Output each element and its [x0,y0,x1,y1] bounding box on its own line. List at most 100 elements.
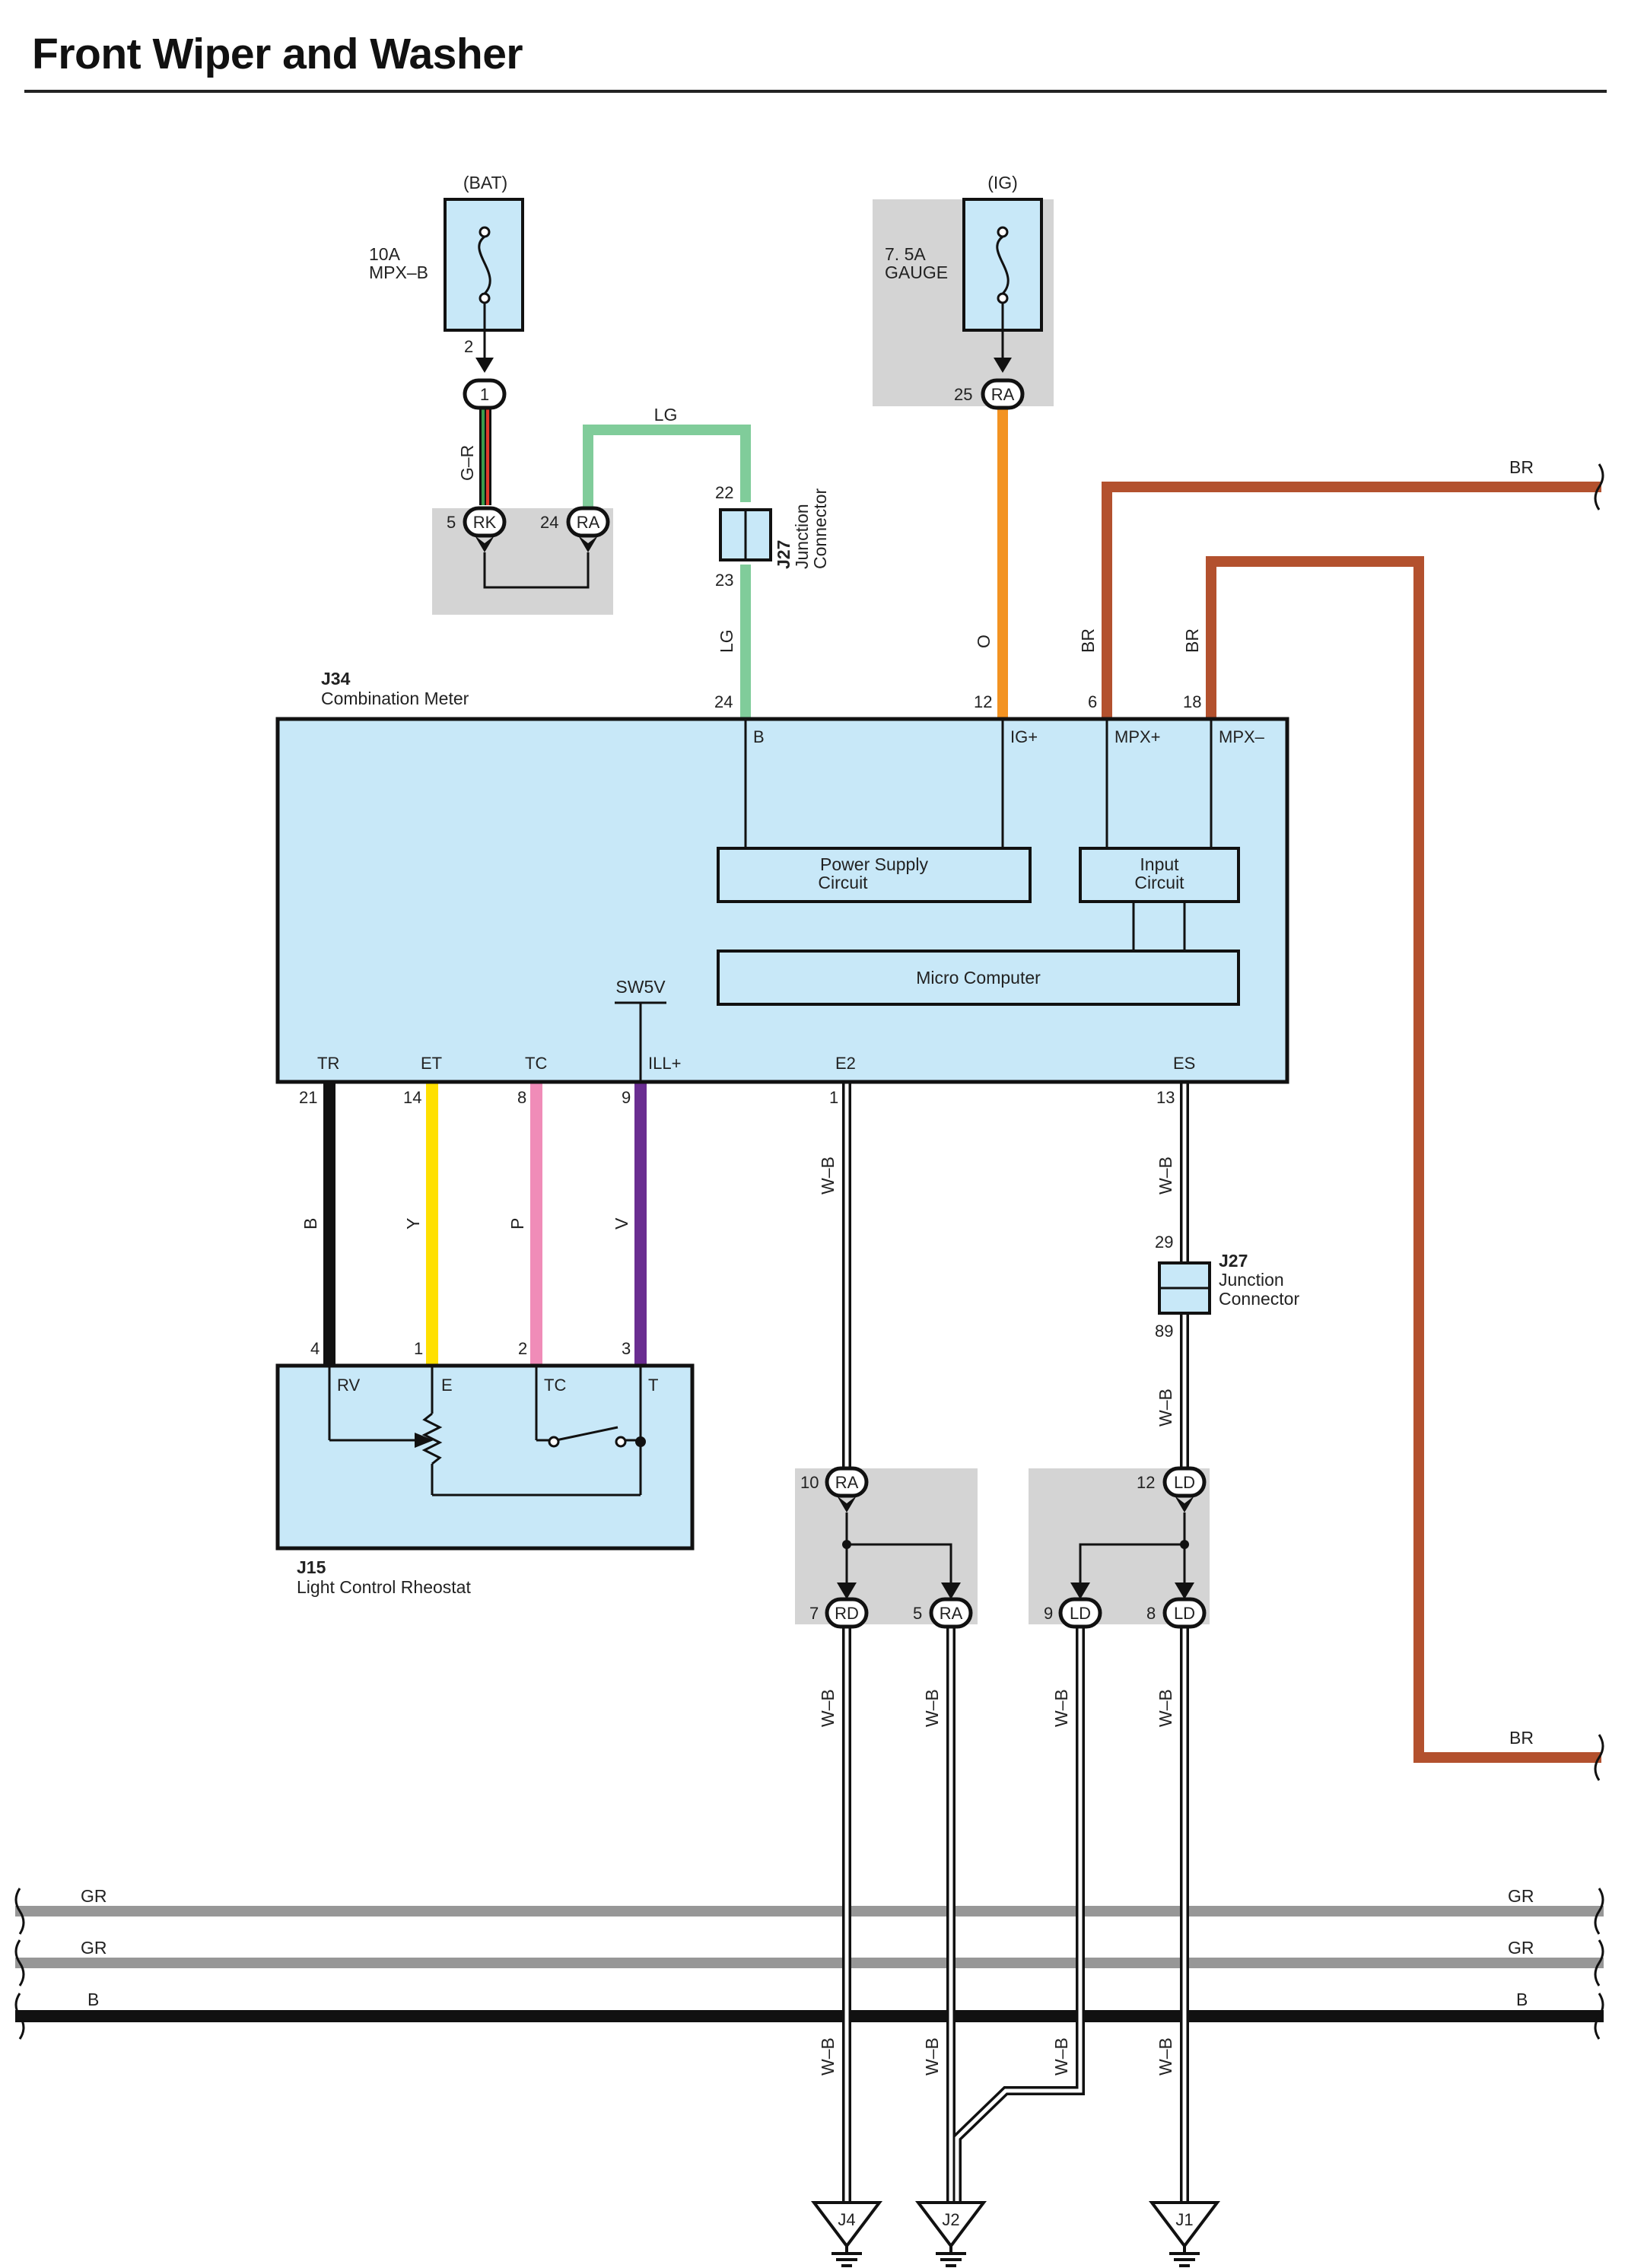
connector-rd7-pin: 7 [809,1604,819,1623]
wire-label-wb: W–B [1156,2037,1175,2076]
rheostat-terminal-rv: RV [337,1376,360,1395]
ig-fuse [962,198,1043,373]
rheostat-terminal-e: E [441,1376,453,1395]
junction-top-id: J27 [774,540,793,569]
br-wire-2 [1206,556,1601,1763]
meter-pin-14: 14 [403,1088,421,1107]
rk-ra-jumper [483,552,590,589]
page-title: Front Wiper and Washer [32,30,523,78]
meter-pin-8: 8 [517,1088,526,1107]
connector-rd7-code: RD [835,1604,859,1623]
bus-label-b-left: B [87,1990,99,2009]
connector-1-code: 1 [480,385,489,404]
junction-mid-id: J27 [1219,1251,1248,1271]
micro-computer-label: Micro Computer [916,968,1041,988]
wire-label-p: P [507,1218,527,1229]
ground-j2-label: J2 [942,2210,959,2229]
bat-source-label: (BAT) [463,173,507,192]
br-wire-1 [1102,482,1601,719]
rheostat-wiper-arrow [415,1433,434,1448]
power-supply-box [717,847,1032,903]
rheostat-internals [328,1366,642,1497]
connector-ld8-pin: 8 [1146,1604,1156,1623]
meter-terminal-ill: ILL+ [648,1054,681,1073]
junction-mid-pin-bottom: 89 [1155,1322,1173,1341]
wire-label-y: Y [403,1218,423,1229]
ground-symbols [810,2201,1221,2267]
junction-top-line1: Junction [792,504,812,569]
bat-fuse-rating: 10A [369,244,401,264]
wire-label-b: B [300,1218,320,1229]
ig-fuse-rating: 7. 5A [885,244,926,264]
power-supply-line1: Power Supply [820,854,928,874]
micro-computer-box [717,950,1240,1006]
connector-ld8-code: LD [1174,1604,1195,1623]
rheostat-name: Light Control Rheostat [297,1577,471,1597]
meter-terminal-mpx-minus: MPX– [1219,727,1265,746]
bat-fuse-pin: 2 [464,337,473,356]
ground-j4-label: J4 [838,2210,855,2229]
rheostat-contact-2 [615,1436,627,1448]
rheostat-contact-1 [548,1436,560,1448]
meter-terminal-es: ES [1173,1054,1195,1073]
wire-label-o: O [974,635,994,648]
ig-source-label: (IG) [987,173,1018,192]
rheostat-id: J15 [297,1557,326,1577]
junction-top-pin-top: 22 [715,483,733,502]
wire-label-br-right-top: BR [1509,457,1534,477]
lg-wire [583,425,751,508]
connector-rk-code: RK [473,513,497,532]
g-r-wire [479,402,491,505]
wire-label-v: V [612,1217,631,1229]
bat-fuse [444,198,524,373]
connector-ra5-pin: 5 [913,1604,922,1623]
bus-label-gr-1-right: GR [1508,1886,1534,1906]
meter-terminal-et: ET [421,1054,442,1073]
wire-label-lg-vert: LG [717,629,736,653]
input-circuit-box [1079,847,1240,903]
meter-pin-9: 9 [622,1088,631,1107]
ig-fuse-name: GAUGE [885,262,948,282]
ig-connector-code: RA [991,385,1015,404]
rheostat-pin-2: 2 [518,1339,527,1358]
junction-mid-line2: Connector [1219,1289,1299,1309]
wire-label-br-right-bottom: BR [1509,1728,1534,1748]
rheostat-junction-dot [635,1436,646,1447]
meter-terminal-b: B [753,727,765,746]
meter-id: J34 [321,669,351,689]
input-circuit-line1: Input [1140,854,1179,874]
rheostat-pin-4: 4 [310,1339,320,1358]
connector-ld9-code: LD [1070,1604,1091,1623]
meter-pin-1: 1 [829,1088,838,1107]
connector-pills [463,378,1207,1629]
connector-ra10-pin: 10 [800,1473,819,1492]
connector-ld9-pin: 9 [1044,1604,1053,1623]
connector-ra-code: RA [577,513,600,532]
rheostat-terminal-tc: TC [544,1376,566,1395]
meter-pin-13: 13 [1156,1088,1175,1107]
wire-label-wb: W–B [1156,1388,1175,1427]
bus-label-b-right: B [1516,1990,1528,2009]
bus-label-gr-2-left: GR [81,1938,107,1958]
bat-fuse-name: MPX–B [369,262,428,282]
connector-ra10-code: RA [835,1473,859,1492]
wire-label-lg-top: LG [654,405,678,425]
sw5v-label: SW5V [615,977,666,997]
power-supply-line2: Circuit [818,873,868,892]
meter-name: Combination Meter [321,689,469,708]
wire-label-wb: W–B [922,1689,942,1727]
meter-pin-24: 24 [714,692,733,711]
junction-mid-symbol [1158,1261,1211,1315]
junction-mid-line1: Junction [1219,1270,1284,1290]
meter-terminal-tr: TR [317,1054,339,1073]
connector-ra5-code: RA [940,1604,963,1623]
connector-ra-pin: 24 [540,513,558,532]
meter-pin-12: 12 [974,692,992,711]
wire-label-wb: W–B [1051,2037,1071,2076]
wire-label-wb: W–B [922,2037,942,2076]
meter-pin-6: 6 [1088,692,1097,711]
meter-terminal-mpx-plus: MPX+ [1114,727,1161,746]
bus-label-gr-1-left: GR [81,1886,107,1906]
meter-terminal-ig: IG+ [1010,727,1038,746]
